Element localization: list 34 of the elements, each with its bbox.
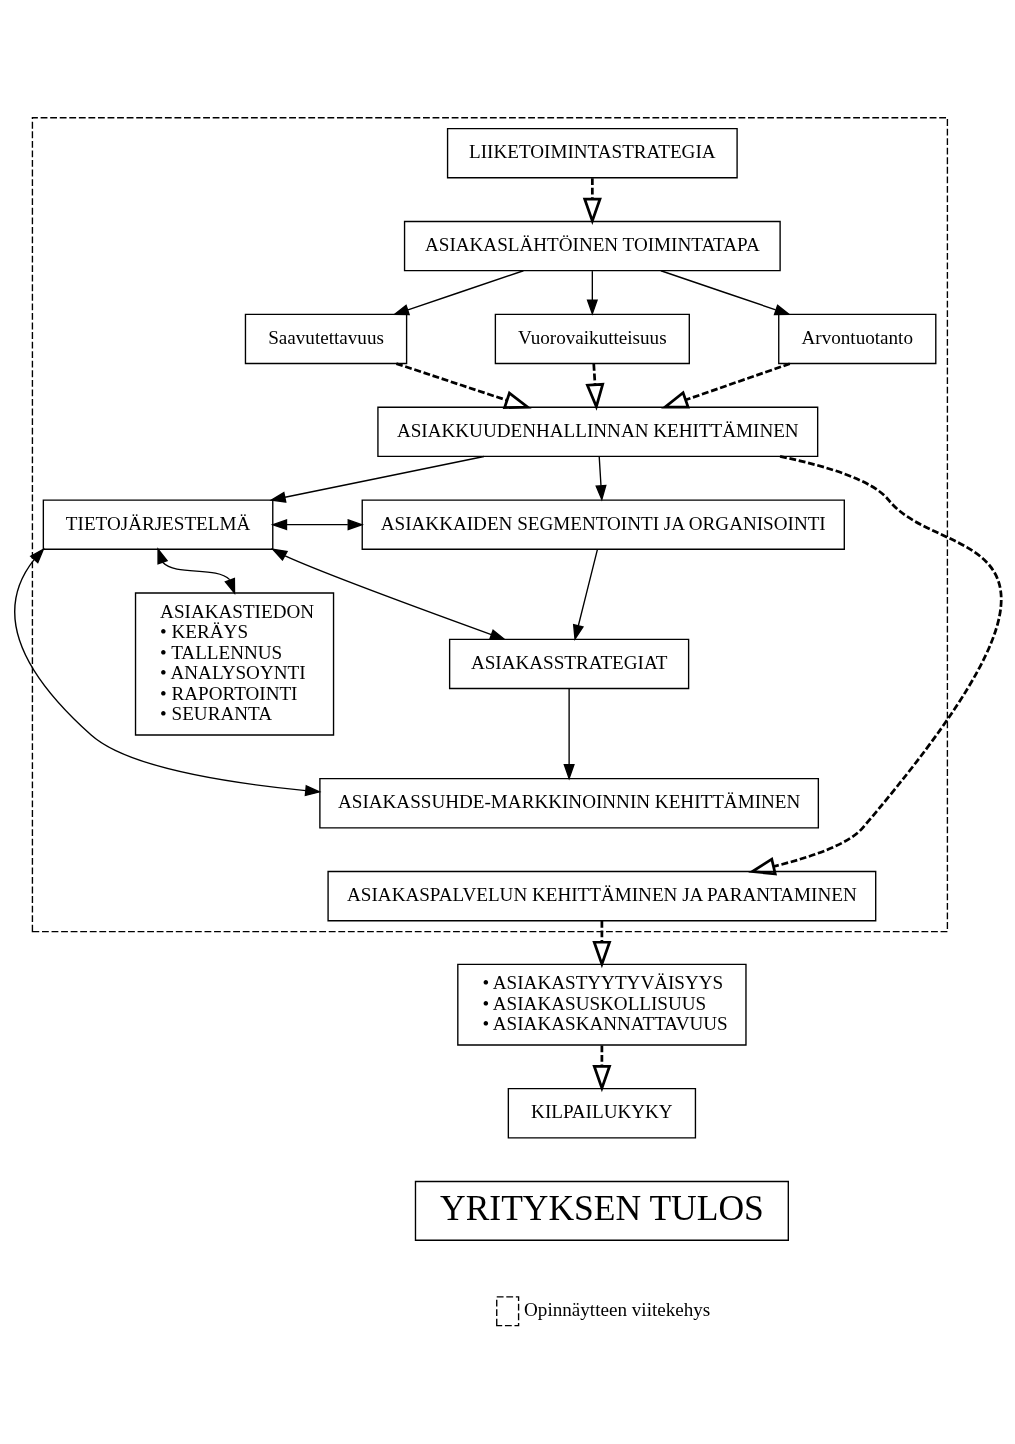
arrow	[591, 920, 611, 969]
arrow	[660, 362, 790, 409]
arrow	[392, 270, 524, 316]
legend-label: Opinnäytteen viitekehys	[523, 1299, 710, 1321]
arrow	[582, 178, 602, 225]
arrow	[659, 270, 791, 316]
node-box: ASIAKASPALVELUN KEHITTÄMINEN JA PARANTAMINEN	[326, 870, 876, 922]
arrow	[156, 547, 235, 595]
node-box: LIIKETOIMINTASTRATEGIA	[446, 127, 738, 179]
arrow	[268, 455, 485, 503]
node-box: Saavutettavuus	[244, 313, 407, 365]
node-box: ASIAKKAIDEN SEGMENTOINTI JA ORGANISOINTI	[361, 499, 845, 550]
node-box: ASIAKASTIEDON • KERÄYS • TALLENNUS • ANALYSOYNTI • RAPORTOINTI • SEURANTA	[134, 592, 334, 736]
node-box: ASIAKASSUHDE-MARKKINOINNIN KEHITTÄMINEN	[318, 778, 819, 829]
arrow	[562, 688, 575, 781]
node-box: • ASIAKASTYYTYVÄISYYS • ASIAKASUSKOLLISUUS • ASIAKASKANNATTAVUUS	[456, 963, 747, 1046]
arrow	[586, 270, 598, 316]
arrow	[584, 363, 604, 411]
arrow	[594, 456, 607, 502]
arrow	[572, 549, 598, 642]
arrow	[395, 362, 532, 409]
node-box: KILPAILUKYKY	[507, 1088, 696, 1139]
node-box: ASIAKASLÄHTÖINEN TOIMINTATAPA	[403, 220, 781, 272]
arrow	[270, 548, 506, 641]
node-box: ASIAKKUUDENHALLINNAN KEHITTÄMINEN	[376, 406, 818, 458]
node-box: Vuorovaikutteisuus	[494, 313, 690, 365]
node-box: TIETOJÄRJESTELMÄ	[42, 499, 273, 550]
arrow	[591, 1045, 611, 1093]
arrow	[747, 455, 1002, 876]
node-box: ASIAKASSTRATEGIAT	[448, 638, 689, 690]
arrow	[13, 547, 321, 797]
node-box: YRITYKSEN TULOS	[414, 1180, 789, 1241]
arrow	[270, 518, 364, 531]
node-box: Arvontuotanto	[777, 313, 936, 365]
